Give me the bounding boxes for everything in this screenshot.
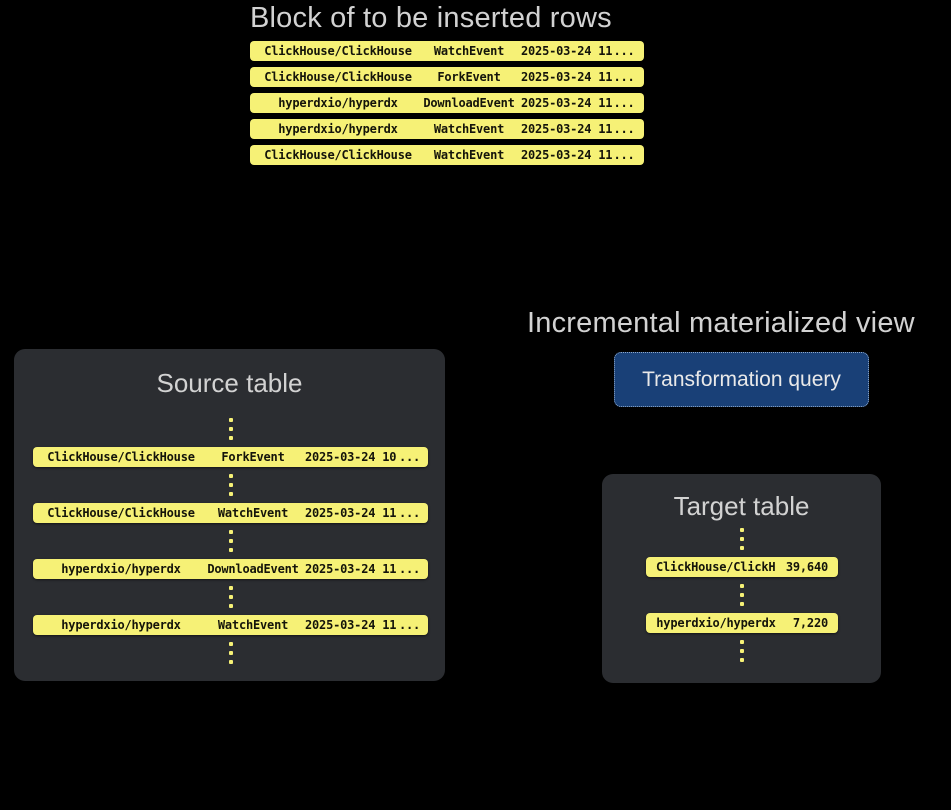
row-repo: hyperdxio/hyperdx bbox=[656, 616, 776, 630]
table-row[interactable]: hyperdxio/hyperdx 7,220 bbox=[646, 613, 838, 633]
row-separator-dots bbox=[646, 640, 838, 662]
row-time: 2025-03-24 10:25:00 bbox=[305, 450, 399, 464]
row-repo: hyperdxio/hyperdx bbox=[278, 96, 398, 110]
target-table-panel: Target table bbox=[602, 474, 881, 683]
row-separator-dots bbox=[646, 528, 838, 550]
row-time: 2025-03-24 11:32:54 bbox=[305, 506, 399, 520]
row-more: ... bbox=[613, 70, 635, 84]
table-row[interactable]: hyperdxio/hyperdx DownloadEvent 2025-03-… bbox=[33, 559, 428, 579]
row-more: ... bbox=[399, 450, 420, 464]
table-row[interactable]: hyperdxio/hyperdx DownloadEvent 2025-03-… bbox=[250, 93, 644, 113]
row-more: ... bbox=[613, 122, 635, 136]
row-repo: ClickHouse/ClickHouse bbox=[264, 44, 412, 58]
row-more: ... bbox=[613, 44, 635, 58]
row-event: WatchEvent bbox=[433, 148, 505, 162]
row-separator-dots bbox=[33, 530, 428, 552]
row-separator-dots bbox=[33, 642, 428, 664]
row-more: ... bbox=[613, 96, 635, 110]
row-repo: ClickHouse/ClickHouse bbox=[47, 506, 195, 520]
row-more: ... bbox=[399, 506, 420, 520]
row-event: ForkEvent bbox=[437, 70, 501, 84]
row-separator-dots bbox=[33, 474, 428, 496]
target-table-title: Target table bbox=[673, 491, 810, 521]
row-more: ... bbox=[613, 148, 635, 162]
row-separator-dots bbox=[646, 584, 838, 606]
row-repo: hyperdxio/hyperdx bbox=[278, 122, 398, 136]
table-row[interactable]: ClickHouse/ClickHouse ForkEvent 2025-03-… bbox=[33, 447, 428, 467]
materialized-view-title: Incremental materialized view bbox=[527, 307, 915, 339]
row-event: WatchEvent bbox=[433, 44, 505, 58]
row-more: ... bbox=[399, 562, 420, 576]
row-time: 2025-03-24 11:20:12 bbox=[305, 562, 399, 576]
table-row[interactable]: hyperdxio/hyperdx WatchEvent 2025-03-24 … bbox=[250, 119, 644, 139]
row-time: 2025-03-24 11:35:40 bbox=[521, 44, 613, 58]
row-separator-dots bbox=[33, 586, 428, 608]
row-event: ForkEvent bbox=[221, 450, 285, 464]
source-table-rows: ClickHouse/ClickHouse ForkEvent 2025-03-… bbox=[33, 418, 428, 664]
row-count: 7,220 bbox=[792, 616, 828, 630]
table-row[interactable]: hyperdxio/hyperdx WatchEvent 2025-03-24 … bbox=[33, 615, 428, 635]
row-repo: ClickHouse/ClickHouse bbox=[264, 148, 412, 162]
row-repo: ClickHouse/ClickHouse bbox=[264, 70, 412, 84]
row-more: ... bbox=[399, 618, 420, 632]
source-table-title: Source table bbox=[156, 368, 303, 398]
table-row[interactable]: ClickHouse/ClickHouse ForkEvent 2025-03-… bbox=[250, 67, 644, 87]
row-event: WatchEvent bbox=[217, 618, 289, 632]
row-time: 2025-03-24 11:35:52 bbox=[521, 122, 613, 136]
row-time: 2025-03-24 11:35:48 bbox=[521, 96, 613, 110]
insert-block-rows: ClickHouse/ClickHouse WatchEvent 2025-03… bbox=[250, 41, 644, 165]
table-row[interactable]: ClickHouse/ClickHouse WatchEvent 2025-03… bbox=[250, 41, 644, 61]
target-table-rows: ClickHouse/ClickHouse 39,640 hyperdxio/h… bbox=[646, 528, 838, 662]
row-repo: ClickHouse/ClickHouse bbox=[47, 450, 195, 464]
row-separator-dots bbox=[33, 418, 428, 440]
transformation-query-label: Transformation query bbox=[642, 367, 841, 391]
row-time: 2025-03-24 11:35:44 bbox=[521, 70, 613, 84]
row-event: WatchEvent bbox=[217, 506, 289, 520]
row-time: 2025-03-24 11:35:54 bbox=[521, 148, 613, 162]
row-repo: hyperdxio/hyperdx bbox=[61, 618, 181, 632]
row-repo: ClickHouse/ClickHouse bbox=[656, 560, 776, 574]
row-event: WatchEvent bbox=[433, 122, 505, 136]
row-time: 2025-03-24 11:28:32 bbox=[305, 618, 399, 632]
table-row[interactable]: ClickHouse/ClickHouse 39,640 bbox=[646, 557, 838, 577]
block-title: Block of to be inserted rows bbox=[250, 2, 612, 34]
row-repo: hyperdxio/hyperdx bbox=[61, 562, 181, 576]
transformation-query-box[interactable]: Transformation query bbox=[614, 352, 869, 407]
row-event: DownloadEvent bbox=[207, 562, 299, 576]
row-event: DownloadEvent bbox=[423, 96, 515, 110]
table-row[interactable]: ClickHouse/ClickHouse WatchEvent 2025-03… bbox=[250, 145, 644, 165]
row-count: 39,640 bbox=[785, 560, 828, 574]
table-row[interactable]: ClickHouse/ClickHouse WatchEvent 2025-03… bbox=[33, 503, 428, 523]
